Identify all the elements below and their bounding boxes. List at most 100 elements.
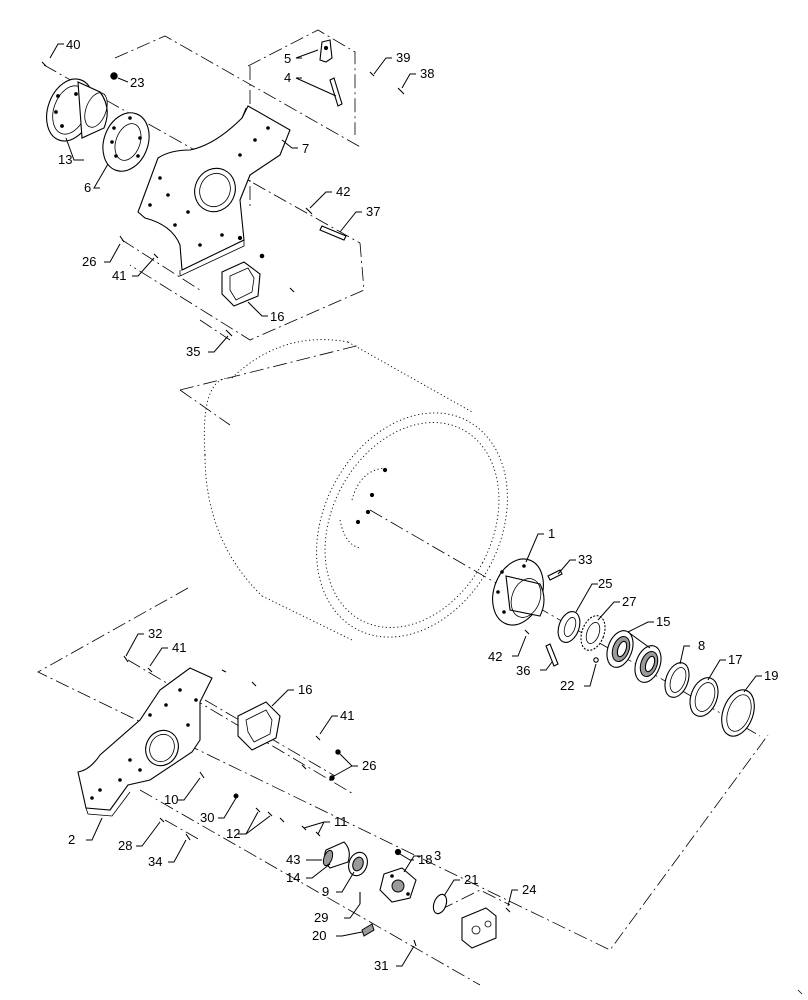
shim-12-icon xyxy=(255,807,285,823)
mount-16b-icon xyxy=(221,669,281,751)
washer-28-icon xyxy=(159,817,165,823)
bracket-5-icon xyxy=(319,39,333,63)
bearing-15a-icon xyxy=(606,630,634,668)
bolt-35-icon xyxy=(225,329,233,337)
ring-17-icon xyxy=(689,677,719,717)
callout-34: 34 xyxy=(148,854,162,869)
callout-7: 7 xyxy=(302,141,309,156)
ring-6-icon xyxy=(102,112,150,172)
callout-19: 19 xyxy=(764,668,778,683)
washer-41c-icon xyxy=(315,735,321,741)
mount-16-icon xyxy=(221,235,295,307)
callout-43: 43 xyxy=(286,852,300,867)
callout-12: 12 xyxy=(226,826,240,841)
bolt-26-icon xyxy=(119,235,125,243)
callout-1: 1 xyxy=(548,526,555,541)
callout-21: 21 xyxy=(464,872,478,887)
callout-10: 10 xyxy=(164,792,178,807)
callout-20: 20 xyxy=(312,928,326,943)
pin-4-icon xyxy=(329,77,343,107)
callout-labels: 40 23 13 6 7 5 4 39 38 42 37 26 41 16 35… xyxy=(58,37,778,973)
drum xyxy=(203,339,508,641)
callout-37: 37 xyxy=(366,204,380,219)
key-20-icon xyxy=(361,923,375,937)
callout-3: 3 xyxy=(434,848,441,863)
callout-41b: 41 xyxy=(172,640,186,655)
bolt-40-icon xyxy=(41,61,47,67)
callout-22: 22 xyxy=(560,678,574,693)
bearing-9-icon xyxy=(348,851,368,877)
callout-33: 33 xyxy=(578,552,592,567)
snap-ring-21-icon xyxy=(432,893,448,915)
plate-7-icon xyxy=(137,105,291,277)
callout-8: 8 xyxy=(698,638,705,653)
callout-41: 41 xyxy=(112,268,126,283)
coupling-icon xyxy=(461,907,497,949)
callout-40: 40 xyxy=(66,37,80,52)
bolt-37-icon xyxy=(319,225,347,241)
callout-13: 13 xyxy=(58,152,72,167)
callout-25: 25 xyxy=(598,576,612,591)
shaft-43-icon xyxy=(322,841,350,869)
callout-30: 30 xyxy=(200,810,214,825)
washer-42-icon xyxy=(305,207,313,215)
leader-lines xyxy=(49,43,762,967)
callout-29: 29 xyxy=(314,910,328,925)
bolt-38-icon xyxy=(397,87,405,95)
callout-42b: 42 xyxy=(488,649,502,664)
callout-32: 32 xyxy=(148,626,162,641)
callout-2: 2 xyxy=(68,832,75,847)
washer-39-icon xyxy=(369,71,375,77)
bolt-31-icon xyxy=(413,939,417,947)
callout-16b: 16 xyxy=(298,682,312,697)
hub-3-icon xyxy=(379,867,417,903)
washer-30-icon xyxy=(233,793,239,799)
callout-23: 23 xyxy=(130,75,144,90)
fitting-18-icon xyxy=(394,848,402,856)
ring-8-icon xyxy=(664,662,690,698)
callout-14: 14 xyxy=(286,870,300,885)
callout-35: 35 xyxy=(186,344,200,359)
callout-18: 18 xyxy=(418,852,432,867)
callout-31: 31 xyxy=(374,958,388,973)
gear-ring-27-icon xyxy=(580,615,606,651)
corner-mark xyxy=(797,989,803,995)
callout-27: 27 xyxy=(622,594,636,609)
callout-16: 16 xyxy=(270,309,284,324)
bolt-36-icon xyxy=(545,643,559,667)
callout-26: 26 xyxy=(82,254,96,269)
callout-26b: 26 xyxy=(362,758,376,773)
callout-24: 24 xyxy=(522,882,536,897)
seal-25-icon xyxy=(557,611,581,643)
washer-41-icon xyxy=(153,253,159,259)
callout-4: 4 xyxy=(284,70,291,85)
center-lines xyxy=(37,29,769,986)
bolt-32-icon xyxy=(123,655,129,663)
callout-39: 39 xyxy=(396,50,410,65)
bolt-34-icon xyxy=(185,833,191,841)
callout-17: 17 xyxy=(728,652,742,667)
callout-42: 42 xyxy=(336,184,350,199)
callout-41c: 41 xyxy=(340,708,354,723)
bolt-10-icon xyxy=(199,771,205,779)
callout-11: 11 xyxy=(334,814,348,829)
ring-19-icon xyxy=(721,689,755,737)
washer-22-icon xyxy=(593,657,599,663)
callout-36: 36 xyxy=(516,663,530,678)
callout-6: 6 xyxy=(84,180,91,195)
bolt-24-icon xyxy=(505,907,511,913)
washer-41b-icon xyxy=(147,667,153,673)
hub-13-icon xyxy=(46,78,108,142)
washer-42b-icon xyxy=(524,629,530,635)
callout-38: 38 xyxy=(420,66,434,81)
hub-flange-1-icon xyxy=(492,558,545,626)
bolt-26b-icon xyxy=(301,749,341,781)
callout-5: 5 xyxy=(284,51,291,66)
bearing-15b-icon xyxy=(634,645,662,683)
callout-9: 9 xyxy=(322,884,329,899)
grease-fitting-23-icon xyxy=(110,72,118,80)
plate-2-icon xyxy=(77,667,213,817)
callout-28: 28 xyxy=(118,838,132,853)
callout-15: 15 xyxy=(656,614,670,629)
